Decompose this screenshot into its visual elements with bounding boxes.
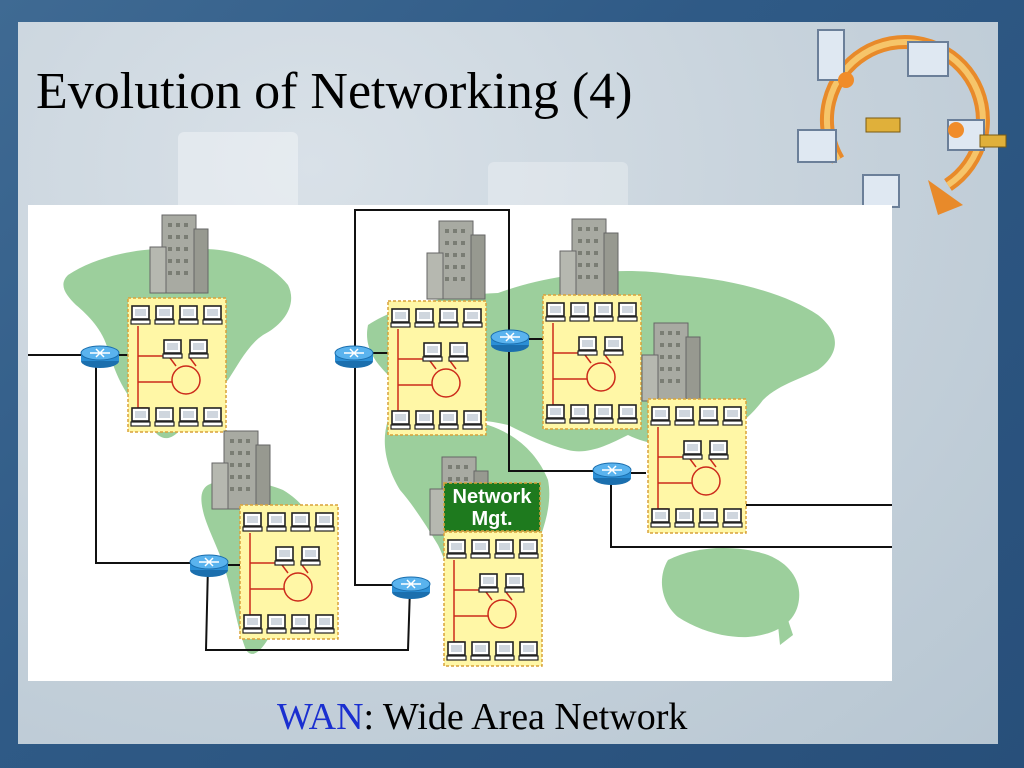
- wan-links: [28, 209, 892, 651]
- site-north-america-west: [128, 214, 226, 432]
- logo-network-cycle-icon: [797, 29, 1007, 215]
- site-africa-management: Network Mgt.: [429, 456, 542, 666]
- caption-separator: :: [363, 696, 375, 738]
- router-icon: [80, 345, 120, 369]
- router-icon: [334, 345, 374, 369]
- network-mgt-label-box: [443, 482, 541, 532]
- wan-diagram: Network Mgt.: [28, 205, 892, 681]
- router-icon: [592, 462, 632, 486]
- slide-title: Evolution of Networking (4): [36, 63, 633, 120]
- site-europe: [388, 220, 486, 435]
- router-icon: [490, 329, 530, 353]
- router-icon: [391, 576, 431, 600]
- caption-acronym: WAN: [277, 696, 364, 738]
- caption-expansion: Wide Area Network: [374, 696, 688, 738]
- network-mgt-label-line1: Network: [453, 486, 533, 508]
- slide-caption: WAN: Wide Area Network: [277, 695, 687, 739]
- network-mgt-label-line2: Mgt.: [471, 508, 512, 530]
- site-asia: [543, 218, 641, 429]
- router-icon: [189, 554, 229, 578]
